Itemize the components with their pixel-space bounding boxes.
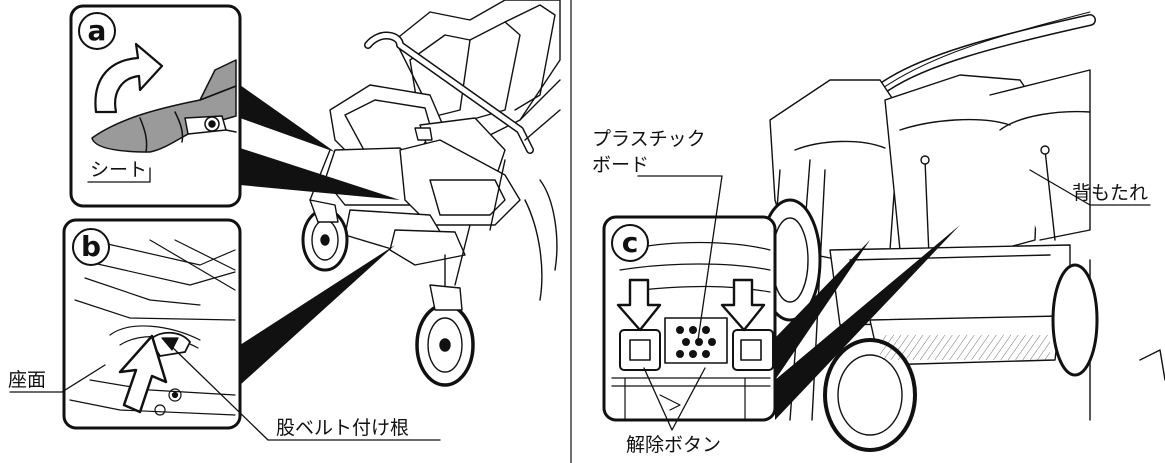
- right-stroller-illustration: [758, 11, 1165, 452]
- inset-a-frame: [69, 4, 242, 208]
- callout-wedges-left: [240, 85, 400, 385]
- plastic-board-label-line2: ボード: [592, 154, 650, 176]
- step-b-badge: b: [72, 228, 110, 266]
- inset-c-illustration: [611, 169, 1151, 431]
- step-a-badge: a: [78, 12, 116, 50]
- backrest-label: 背もたれ: [1072, 182, 1149, 204]
- release-button-label: 解除ボタン: [626, 434, 722, 456]
- seat-label: シート: [90, 159, 148, 181]
- plastic-board-label-line1: プラスチック: [592, 128, 706, 150]
- inset-b-frame: [62, 218, 242, 430]
- crotch-belt-base-label: 股ベルト付け根: [276, 417, 410, 439]
- inset-a-illustration: [87, 42, 237, 183]
- seat-surface-label: 座面: [8, 369, 47, 391]
- step-c-badge: c: [611, 224, 649, 262]
- inset-b-illustration: [9, 239, 441, 441]
- left-stroller-illustration: [301, 0, 561, 387]
- callout-wedges-right: [775, 225, 960, 420]
